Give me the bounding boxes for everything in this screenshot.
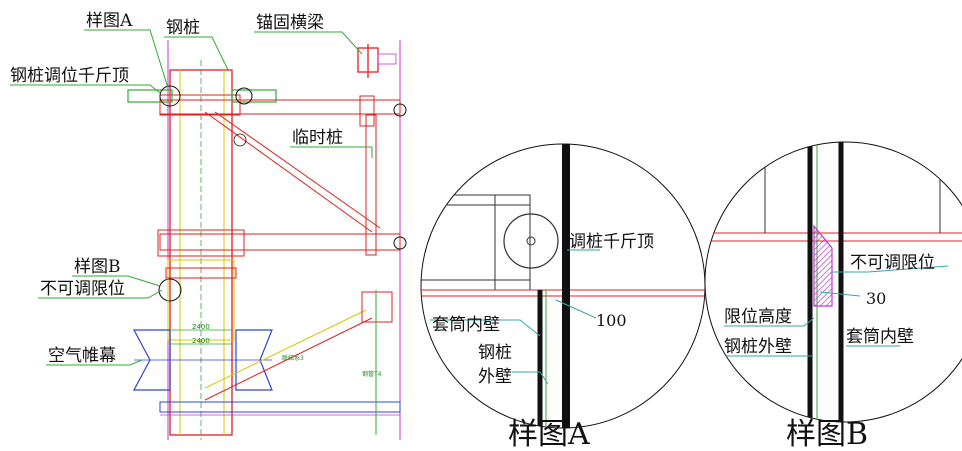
limit-block bbox=[813, 224, 833, 307]
label-air-curtain: 空气帷幕 bbox=[48, 346, 116, 366]
leader-temp-pile bbox=[290, 146, 373, 158]
adjust-jack bbox=[231, 89, 277, 103]
lower-brace bbox=[204, 309, 367, 389]
leader-non-adjustable-b bbox=[832, 265, 949, 273]
leader-gap-b bbox=[819, 291, 861, 297]
label-gap-a: 100 bbox=[596, 311, 627, 330]
sleeve-mid bbox=[157, 229, 245, 257]
caption-sample-a: 样图A bbox=[508, 417, 590, 451]
label-sleeve-inner-b: 套筒内壁 bbox=[846, 327, 914, 347]
pin bbox=[393, 236, 407, 250]
caption-sample-b: 样图B bbox=[786, 417, 868, 451]
label-sample-a: 样图A bbox=[86, 11, 133, 31]
lower-sleeve bbox=[167, 259, 235, 341]
air-curtain-left bbox=[133, 329, 171, 391]
pin bbox=[393, 103, 407, 117]
jack-roller bbox=[235, 87, 253, 105]
jack-roller bbox=[503, 213, 559, 269]
leader-adjust-jack bbox=[10, 84, 161, 94]
label-pile-outer-a2: 外壁 bbox=[478, 367, 512, 387]
note-steel-tube: 钢管T4 bbox=[362, 370, 382, 378]
note-link-system: 联结系3 bbox=[282, 354, 304, 362]
air-curtain-right bbox=[235, 329, 273, 391]
label-non-adjustable-b: 不可调限位 bbox=[850, 253, 935, 273]
detail-b: 不可调限位 30 限位高度 套筒内壁 钢桩外壁 样图B bbox=[704, 141, 962, 451]
leader-air-curtain bbox=[46, 359, 143, 366]
pin bbox=[233, 133, 247, 147]
top-beam bbox=[159, 99, 401, 115]
label-limit-height: 限位高度 bbox=[724, 307, 792, 327]
label-sleeve-inner-a: 套筒内壁 bbox=[432, 315, 500, 335]
leader-pile-outer bbox=[512, 371, 549, 385]
detail-a: 调桩千斤顶 套筒内壁 100 钢桩 外壁 样图A bbox=[420, 143, 706, 451]
leader-limit-height bbox=[724, 317, 815, 327]
temporary-pile bbox=[365, 114, 377, 256]
label-anchor-beam: 锚固横梁 bbox=[256, 13, 324, 33]
beam-bracket bbox=[359, 95, 375, 127]
label-adjust-jack: 钢桩调位千斤顶 bbox=[10, 66, 129, 86]
label-pile-outer-b: 钢桩外壁 bbox=[724, 337, 792, 357]
jack-roller bbox=[159, 85, 181, 107]
label-gap-b: 30 bbox=[866, 289, 886, 308]
label-jack: 调桩千斤顶 bbox=[569, 232, 654, 252]
bottom-platform bbox=[159, 401, 401, 413]
non-adjustable-limit bbox=[158, 278, 182, 302]
leader-sample-a bbox=[84, 29, 169, 89]
lower-ring bbox=[165, 267, 237, 279]
detail-b-circle bbox=[704, 141, 962, 423]
leader-lines bbox=[10, 29, 373, 366]
label-temp-pile: 临时桩 bbox=[292, 128, 343, 148]
diagonal-brace bbox=[204, 111, 373, 233]
jack-roller-pin bbox=[526, 236, 536, 246]
mid-beam bbox=[159, 233, 401, 251]
dim-label-2: 2400 bbox=[192, 337, 210, 345]
jack-housing bbox=[421, 194, 531, 291]
main-elevation-drawing: 2400 2400 联结系3 钢管T4 样图A 钢桩 锚固横梁 钢桩调位千斤顶 … bbox=[10, 11, 407, 440]
leader-non-adjustable bbox=[38, 289, 163, 299]
label-sample-b: 样图B bbox=[74, 257, 121, 277]
leader-steel-pile bbox=[164, 36, 229, 71]
dim-label-1: 2400 bbox=[192, 323, 210, 331]
leader-sleeve-inner bbox=[430, 319, 541, 337]
adjust-jack bbox=[127, 89, 173, 103]
leader-gap bbox=[555, 299, 597, 319]
brace-bracket bbox=[361, 291, 393, 323]
label-non-adjustable: 不可调限位 bbox=[40, 279, 125, 299]
label-pile-outer-a1: 钢桩 bbox=[478, 343, 512, 363]
anchor-beam-plate bbox=[377, 53, 397, 65]
leader-anchor-beam bbox=[254, 31, 363, 55]
leader-sample-b bbox=[72, 275, 161, 287]
label-steel-pile: 钢桩 bbox=[166, 18, 200, 38]
lower-brace bbox=[204, 317, 373, 401]
diagonal-brace bbox=[214, 111, 381, 229]
